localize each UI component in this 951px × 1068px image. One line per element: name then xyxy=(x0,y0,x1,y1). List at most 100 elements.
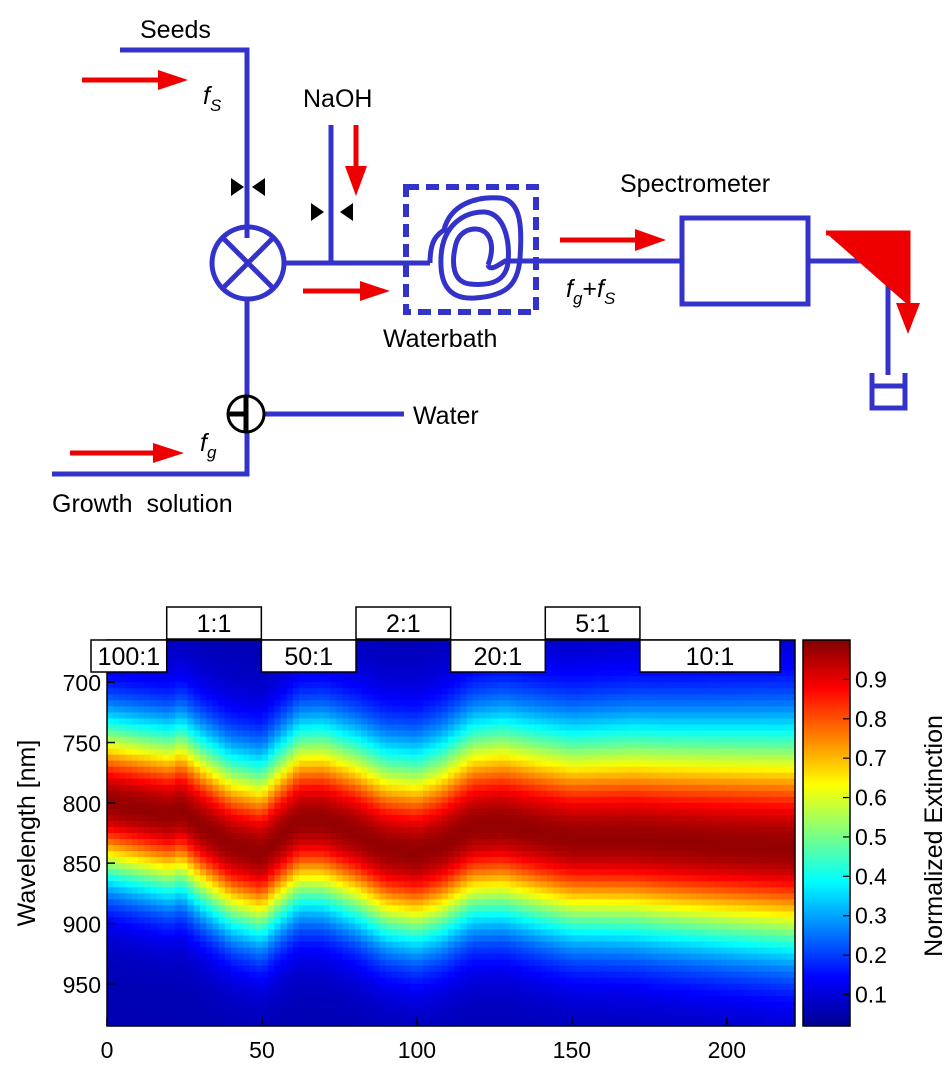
heatmap-cell xyxy=(447,971,455,979)
heatmap-cell xyxy=(305,1019,313,1026)
heatmap-cell xyxy=(373,706,381,713)
heatmap-cell xyxy=(131,917,139,925)
heatmap-cell xyxy=(311,899,319,906)
heatmap-cell xyxy=(454,965,461,973)
heatmap-cell xyxy=(125,760,133,768)
heatmap-cell xyxy=(150,754,158,762)
heatmap-cell xyxy=(416,676,424,683)
heatmap-cell xyxy=(193,676,201,683)
heatmap-cell xyxy=(447,989,455,997)
heatmap-cell xyxy=(255,899,263,906)
heatmap-cell xyxy=(107,706,114,713)
heatmap-cell xyxy=(348,1001,356,1009)
heatmap-cell xyxy=(571,857,579,864)
heatmap-cell xyxy=(559,700,567,707)
heatmap-cell xyxy=(354,839,362,846)
heatmap-cell xyxy=(261,923,269,931)
heatmap-cell xyxy=(491,790,499,798)
heatmap-cell xyxy=(280,790,288,798)
heatmap-cell xyxy=(168,947,176,955)
heatmap-cell xyxy=(249,712,257,720)
heatmap-cell xyxy=(571,676,579,683)
heatmap-cell xyxy=(268,1013,275,1021)
heatmap-cell xyxy=(398,772,406,780)
heatmap-cell xyxy=(323,983,331,991)
heatmap-cell xyxy=(410,676,418,683)
heatmap-cell xyxy=(416,694,424,701)
heatmap-cell xyxy=(435,748,443,756)
heatmap-cell xyxy=(255,941,263,949)
heatmap-cell xyxy=(423,977,430,985)
heatmap-cell xyxy=(230,784,238,792)
heatmap-cell xyxy=(522,742,530,750)
heatmap-cell xyxy=(181,670,189,677)
heatmap-cell xyxy=(342,881,350,888)
heatmap-cell xyxy=(268,772,275,780)
heatmap-cell xyxy=(119,1013,127,1021)
heatmap-cell xyxy=(237,1013,244,1021)
heatmap-cell xyxy=(398,995,406,1003)
heatmap-cell xyxy=(162,712,170,720)
heatmap-cell xyxy=(317,802,325,810)
heatmap-cell xyxy=(199,664,207,671)
heatmap-cell xyxy=(454,1007,461,1015)
heatmap-cell xyxy=(131,899,139,906)
heatmap-cell xyxy=(516,887,523,894)
heatmap-cell xyxy=(237,706,244,713)
heatmap-cell xyxy=(137,881,145,888)
heatmap-cell xyxy=(404,688,412,695)
heatmap-cell xyxy=(416,839,424,846)
heatmap-cell xyxy=(268,814,275,822)
heatmap-cell xyxy=(460,700,468,707)
heatmap-cell xyxy=(348,772,356,780)
heatmap-cell xyxy=(299,760,306,768)
heatmap-cell xyxy=(553,718,561,726)
heatmap-cell xyxy=(237,778,244,786)
heatmap-cell xyxy=(385,664,393,671)
heatmap-cell xyxy=(125,676,133,683)
heatmap-cell xyxy=(348,989,356,997)
heatmap-cell xyxy=(509,808,517,816)
heatmap-cell xyxy=(429,857,437,864)
heatmap-cell xyxy=(354,754,362,762)
heatmap-cell xyxy=(187,935,195,943)
heatmap-cell xyxy=(156,706,164,713)
heatmap-cell xyxy=(534,790,542,798)
heatmap-cell xyxy=(367,869,375,876)
heatmap-cell xyxy=(578,917,585,925)
heatmap-cell xyxy=(509,941,517,949)
heatmap-cell xyxy=(330,905,337,913)
heatmap-cell xyxy=(131,953,139,961)
heatmap-cell xyxy=(540,754,548,762)
heatmap-cell xyxy=(466,766,474,774)
heatmap-cell xyxy=(330,983,337,991)
heatmap-cell xyxy=(578,959,585,967)
heatmap-cell xyxy=(528,1001,536,1009)
heatmap-cell xyxy=(553,839,561,846)
heatmap-cell xyxy=(441,682,449,689)
heatmap-cell xyxy=(286,929,294,937)
heatmap-cell xyxy=(255,736,263,744)
heatmap-cell xyxy=(261,959,269,967)
heatmap-cell xyxy=(224,694,232,701)
heatmap-cell xyxy=(565,796,573,804)
heatmap-cell xyxy=(249,814,257,822)
heatmap-cell xyxy=(540,796,548,804)
heatmap-cell xyxy=(113,953,120,961)
heatmap-cell xyxy=(119,911,127,919)
heatmap-cell xyxy=(237,911,244,919)
heatmap-cell xyxy=(199,887,207,894)
heatmap-cell xyxy=(280,670,288,677)
heatmap-cell xyxy=(162,742,170,750)
heatmap-cell xyxy=(212,905,220,913)
heatmap-cell xyxy=(286,965,294,973)
heatmap-cell xyxy=(435,826,443,834)
heatmap-cell xyxy=(503,742,511,750)
heatmap-cell xyxy=(565,1019,573,1026)
heatmap-cell xyxy=(199,826,207,834)
heatmap-cell xyxy=(299,706,306,713)
heatmap-cell xyxy=(230,1007,238,1015)
heatmap-cell xyxy=(218,839,226,846)
heatmap-cell xyxy=(379,965,387,973)
heatmap-cell xyxy=(119,971,127,979)
